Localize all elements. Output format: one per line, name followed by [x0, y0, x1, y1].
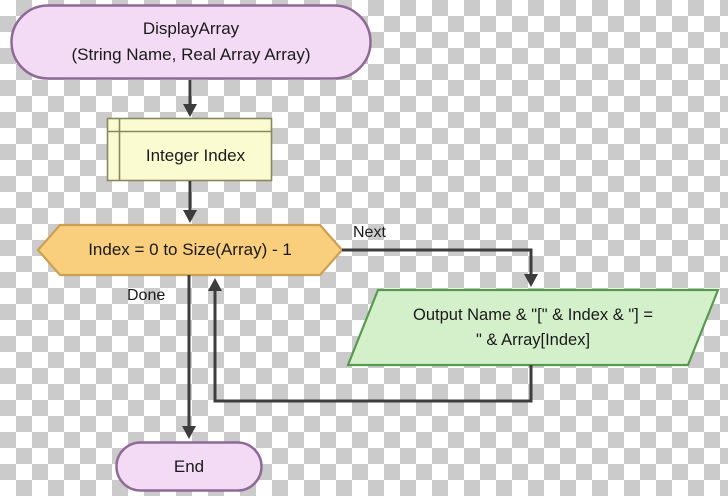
connector-start-to-declare	[183, 80, 197, 117]
connector-loop-next-to-output	[342, 248, 538, 287]
declare-shape	[106, 117, 273, 182]
loop-hexagon-shape	[36, 223, 344, 277]
end-terminator-shape	[115, 441, 263, 492]
output-parallelogram-shape	[346, 288, 720, 367]
connector-loop-done-to-end	[182, 275, 196, 439]
connector-declare-to-loop	[183, 181, 197, 223]
connector-output-back-to-loop	[208, 278, 533, 403]
start-terminator-shape	[10, 4, 372, 80]
